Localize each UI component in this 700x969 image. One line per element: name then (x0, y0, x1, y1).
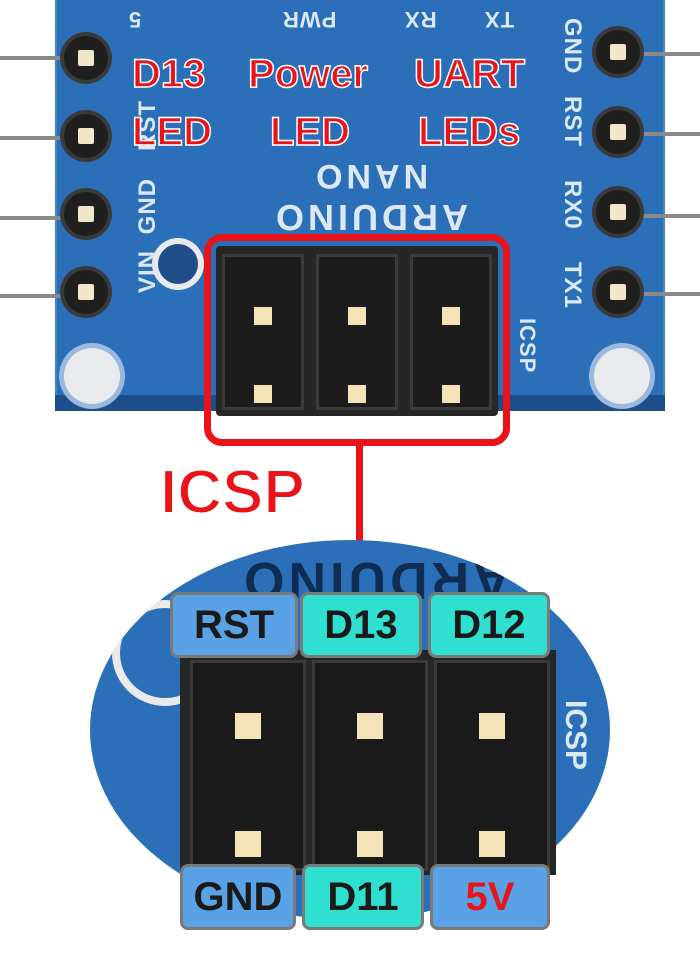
header-pin (596, 270, 640, 314)
callout-uart-leds: LEDs (417, 110, 521, 154)
silk-rx: RX (404, 7, 437, 32)
silk-top-left: 5 (128, 7, 142, 32)
silk-nano: NANO (312, 157, 429, 195)
header-pin-contact (348, 307, 366, 325)
pin-label-d13: D13 (300, 592, 422, 658)
header-pin-contact (254, 385, 272, 403)
pin-label-d11: D11 (302, 864, 424, 930)
mounting-hole (594, 348, 650, 404)
header-pin (64, 192, 108, 236)
icsp-connector-line (356, 446, 363, 546)
header-pin-contact (479, 831, 505, 857)
mounting-hole (64, 348, 120, 404)
header-column (312, 660, 428, 871)
icsp-callout: ICSP (159, 458, 306, 527)
zoom-icsp-text: ICSP (559, 700, 592, 771)
pin-label-d12: D12 (428, 592, 550, 658)
header-pin (596, 110, 640, 154)
silk-vin: VIN (134, 250, 161, 294)
header-pin-contact (357, 713, 383, 739)
via-ring (158, 244, 198, 284)
header-pin (64, 270, 108, 314)
callout-d13: D13 (131, 52, 206, 96)
silk-arduino: ARDUINO (272, 197, 468, 238)
pin-lead (620, 214, 700, 218)
callout-d13-led: LED (131, 110, 213, 154)
callout-uart: UART (413, 52, 526, 96)
pin-lead (0, 56, 78, 60)
pin-lead (0, 216, 78, 220)
header-pin-contact (479, 713, 505, 739)
header-column (316, 254, 398, 410)
pin-label-rst: RST (170, 592, 298, 658)
header-pin (64, 36, 108, 80)
header-column (222, 254, 304, 410)
header-column (434, 660, 550, 871)
icsp-header-zoomed (180, 650, 556, 875)
header-pin-contact (442, 307, 460, 325)
pin-lead (0, 294, 78, 298)
icsp-header (216, 246, 498, 416)
header-pin-contact (254, 307, 272, 325)
silk-pwr: PWR (282, 7, 337, 32)
header-pin-contact (235, 831, 261, 857)
icsp-highlight-box (204, 234, 510, 446)
pin-lead (620, 292, 700, 296)
silk-tx1: TX1 (559, 262, 586, 310)
header-pin (596, 190, 640, 234)
header-pin-contact (357, 831, 383, 857)
header-pin-contact (348, 385, 366, 403)
header-column (190, 660, 306, 871)
header-pin-contact (235, 713, 261, 739)
pin-label-gnd: GND (180, 864, 296, 930)
callout-power-led: LED (269, 110, 351, 154)
pin-lead (620, 52, 700, 56)
pin-label-5v: 5V (430, 864, 550, 930)
silk-gnd: GND (559, 18, 586, 75)
header-pin-contact (442, 385, 460, 403)
silk-rst: RST (559, 96, 586, 147)
header-pin (596, 30, 640, 74)
pin-lead (620, 132, 700, 136)
silk-tx: TX (484, 7, 515, 32)
header-column (410, 254, 492, 410)
silk-gnd-left: GND (134, 178, 161, 235)
silk-icsp: ICSP (515, 318, 540, 374)
header-pin (64, 114, 108, 158)
silk-rx0: RX0 (559, 180, 586, 230)
callout-power: Power (247, 52, 369, 96)
pin-lead (0, 136, 78, 140)
